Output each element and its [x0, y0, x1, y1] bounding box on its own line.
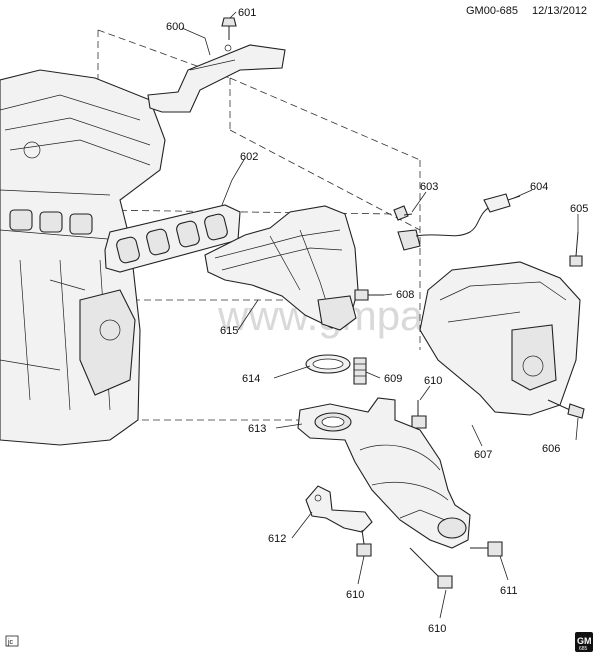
gm-logo: GM 685	[575, 632, 593, 652]
part-614-seal-ring	[305, 354, 351, 374]
part-610-bolt-left	[356, 529, 372, 557]
part-610-bolt-bottom	[409, 547, 453, 589]
leader-lines	[181, 11, 579, 619]
part-604-oxygen-sensor	[397, 193, 521, 251]
label-614: 614	[242, 373, 260, 385]
svg-text:685: 685	[579, 646, 588, 652]
label-610-bottom: 610	[428, 623, 446, 635]
label-604: 604	[530, 181, 548, 193]
part-613-catalytic-converter	[297, 397, 471, 549]
label-612: 612	[268, 533, 286, 545]
part-609-stud	[353, 357, 367, 385]
part-612-bracket	[305, 485, 373, 533]
part-611-stud	[470, 541, 503, 557]
part-607-heat-shield	[419, 261, 581, 416]
drawing-id: GM00-685	[466, 5, 518, 17]
corner-mark: jc	[5, 635, 19, 647]
label-610-left: 610	[346, 589, 364, 601]
label-601: 601	[238, 7, 256, 19]
label-600: 600	[166, 21, 184, 33]
label-608: 608	[396, 289, 414, 301]
label-603: 603	[420, 181, 438, 193]
label-605: 605	[570, 203, 588, 215]
part-603-bolt	[393, 205, 413, 221]
label-606: 606	[542, 443, 560, 455]
part-605-bolt	[569, 231, 583, 267]
svg-text:jc: jc	[7, 639, 14, 646]
part-601-bolt	[221, 17, 237, 40]
label-615: 615	[220, 325, 238, 337]
part-602-manifold-gasket	[104, 204, 241, 273]
part-608-stud	[354, 289, 384, 301]
part-606-bolt	[547, 399, 585, 419]
part-600-heat-shield-bracket	[147, 44, 286, 113]
svg-text:GM: GM	[577, 636, 592, 646]
label-602: 602	[240, 151, 258, 163]
label-609: 609	[384, 373, 402, 385]
label-610-upper: 610	[424, 375, 442, 387]
engine-block	[0, 69, 166, 446]
reference-labels: 601 600 602 603 604 605 608 615 614 609 …	[166, 7, 588, 635]
part-610-bolt-upper	[411, 400, 427, 429]
label-613: 613	[248, 423, 266, 435]
drawing-date: 12/13/2012	[532, 5, 587, 17]
label-607: 607	[474, 449, 492, 461]
label-611: 611	[500, 585, 518, 597]
